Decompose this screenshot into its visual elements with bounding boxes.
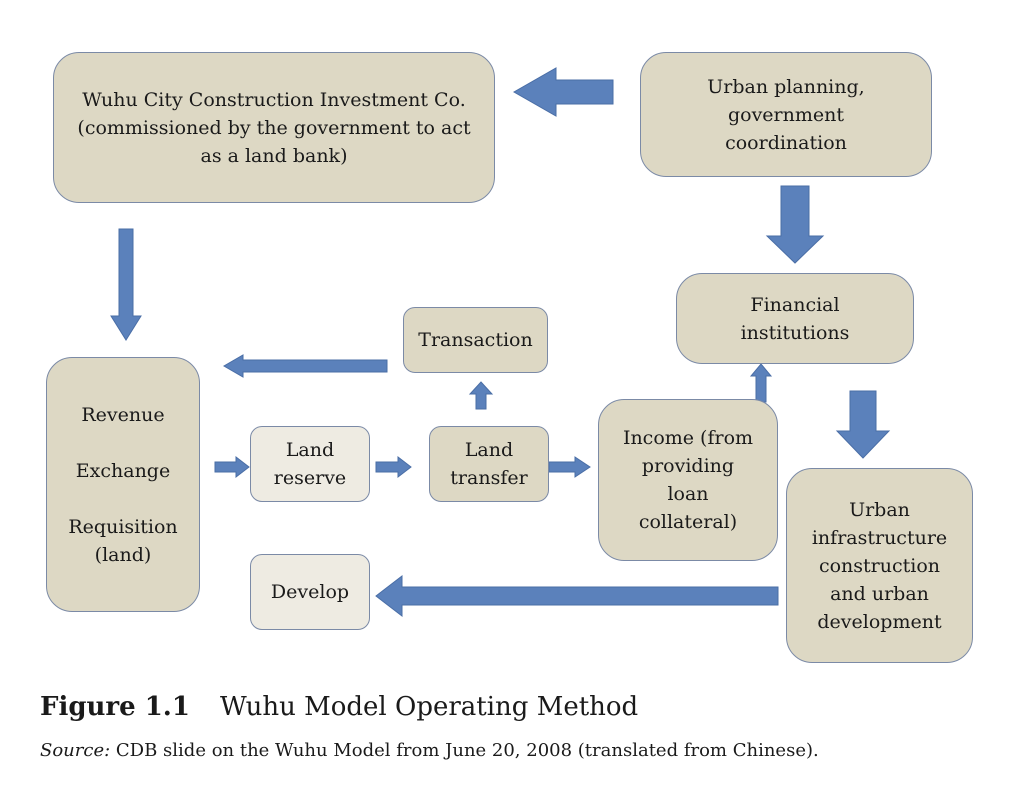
arrow-revenue-to-reserve xyxy=(214,455,250,479)
figure-label: Figure 1.1 xyxy=(40,692,190,722)
figure-caption: Figure 1.1 Wuhu Model Operating Method xyxy=(40,692,638,722)
arrow-transaction-to-revenue xyxy=(223,354,388,378)
arrow-planning-to-wuhu xyxy=(512,67,614,117)
urban-planning-box: Urban planning, government coordination xyxy=(640,52,932,177)
arrow-transfer-to-transaction xyxy=(468,381,494,410)
arrow-transfer-to-income xyxy=(548,456,591,478)
source-text: CDB slide on the Wuhu Model from June 20… xyxy=(110,740,819,761)
arrow-reserve-to-transfer xyxy=(375,455,412,479)
transaction-text: Transaction xyxy=(418,329,533,351)
financial-institutions-text: Financial institutions xyxy=(740,293,850,344)
arrow-financial-to-infrastructure xyxy=(835,390,891,459)
urban-planning-text: Urban planning, government coordination xyxy=(707,75,865,154)
revenue-exchange-text: Revenue Exchange Requisition (land) xyxy=(68,403,178,566)
land-transfer-text: Land transfer xyxy=(450,439,528,489)
income-text: Income (from providing loan collateral) xyxy=(622,427,754,533)
figure-source: Source: CDB slide on the Wuhu Model from… xyxy=(40,740,819,761)
land-transfer-box: Land transfer xyxy=(429,426,549,502)
develop-box: Develop xyxy=(250,554,370,630)
revenue-exchange-box: Revenue Exchange Requisition (land) xyxy=(46,357,200,612)
arrow-income-to-financial xyxy=(749,363,773,403)
financial-institutions-box: Financial institutions xyxy=(676,273,914,364)
figure-title: Wuhu Model Operating Method xyxy=(219,692,639,722)
urban-infrastructure-text: Urban infrastructure construction and ur… xyxy=(811,498,948,633)
land-reserve-text: Land reserve xyxy=(273,439,347,489)
income-box: Income (from providing loan collateral) xyxy=(598,399,778,561)
urban-infrastructure-box: Urban infrastructure construction and ur… xyxy=(786,468,973,663)
source-label: Source: xyxy=(40,740,111,761)
transaction-box: Transaction xyxy=(403,307,548,373)
arrow-infrastructure-to-develop xyxy=(375,574,779,618)
land-reserve-box: Land reserve xyxy=(250,426,370,502)
arrow-planning-to-financial xyxy=(765,185,825,264)
develop-text: Develop xyxy=(270,581,350,603)
wuhu-city-construction-text: Wuhu City Construction Investment Co. (c… xyxy=(77,88,471,167)
arrow-wuhu-to-revenue xyxy=(110,228,142,341)
wuhu-city-construction-box: Wuhu City Construction Investment Co. (c… xyxy=(53,52,495,203)
